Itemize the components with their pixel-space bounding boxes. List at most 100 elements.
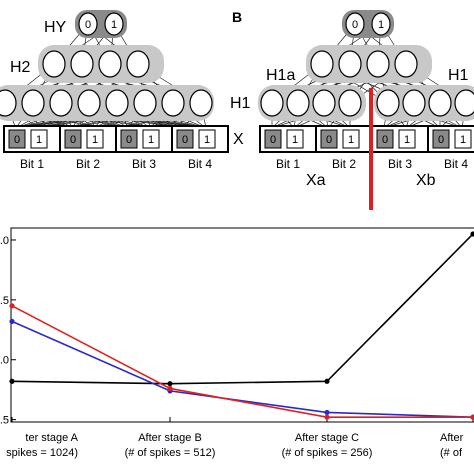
left-h1-units	[0, 89, 213, 117]
left-h2-units	[42, 50, 150, 78]
right-input-bit-value: 1	[460, 134, 466, 146]
left-h1-unit	[189, 89, 213, 117]
right-h2-unit	[338, 50, 362, 78]
left-input-bit-cell	[86, 129, 104, 149]
left-output-unit-label: 0	[85, 19, 91, 31]
h2-label: H2	[10, 59, 31, 76]
x-tick-label: After stage B	[138, 432, 202, 444]
xa-label: Xa	[306, 172, 326, 189]
line-chart: 2.0 1.5 1.0 0.5 ter stage A spikes = 1024) Af…	[0, 227, 474, 459]
right-input-bit-value: 0	[438, 134, 444, 146]
x-label: X	[233, 131, 244, 148]
x-tick-label: After stage C	[295, 432, 359, 444]
left-h2-unit	[98, 50, 122, 78]
left-h1-unit	[77, 89, 101, 117]
left-input-bit-cell	[8, 129, 26, 149]
left-input-bit-value: 1	[36, 134, 42, 146]
right-h1-unit	[312, 89, 336, 117]
right-input-bit-value: 0	[270, 134, 276, 146]
y-tick-label: 1.5	[0, 295, 9, 307]
xb-label: Xb	[416, 172, 436, 189]
series-3-point	[470, 414, 474, 420]
right-input-bit-cell	[320, 129, 338, 149]
left-h2-unit	[42, 50, 66, 78]
right-bit-label: Bit 1	[276, 157, 300, 171]
right-h1-unit	[376, 89, 400, 117]
x-tick-label: (# of	[440, 447, 463, 459]
left-h1-unit	[49, 89, 73, 117]
series-1-point	[167, 381, 173, 387]
series-2-point	[9, 318, 15, 325]
series-line-2	[11, 320, 474, 419]
right-output-unit-label: 1	[378, 19, 384, 31]
left-input-bit-cell	[142, 129, 160, 149]
right-h2-unit	[366, 50, 390, 78]
left-bit-label: Bit 4	[188, 157, 212, 171]
h1b-label: H1	[448, 67, 469, 84]
h1-label: H1	[230, 95, 251, 112]
panel-b-letter: B	[232, 9, 242, 25]
left-h1-unit	[21, 89, 45, 117]
series-3-point	[9, 303, 15, 309]
x-tick-label: ter stage A	[25, 432, 78, 444]
right-output-unit-label: 0	[352, 19, 358, 31]
right-bit-label: Bit 4	[444, 157, 468, 171]
chart-series-group	[9, 231, 474, 420]
x-tick-label: spikes = 1024)	[6, 447, 78, 459]
right-input-bit-cell	[376, 129, 394, 149]
series-1-point	[470, 231, 474, 237]
series-2-point	[324, 409, 330, 416]
right-h1-unit	[260, 89, 284, 117]
right-input-bit-value: 1	[348, 134, 354, 146]
right-input-bit-cell	[432, 129, 450, 149]
right-h1-unit	[338, 89, 362, 117]
right-h1-units	[260, 89, 474, 117]
left-bit-label: Bit 3	[132, 157, 156, 171]
left-h2-unit	[70, 50, 94, 78]
right-input-bit-value: 0	[326, 134, 332, 146]
left-input-bit-value: 0	[14, 134, 20, 146]
series-1-point	[324, 378, 330, 384]
series-1-point	[9, 378, 15, 384]
left-input-bit-value: 1	[92, 134, 98, 146]
right-input-bit-cell	[398, 129, 416, 149]
left-h2-unit	[126, 50, 150, 78]
right-input-bit-cell	[342, 129, 360, 149]
y-tick-label: 1.0	[0, 355, 9, 367]
left-output-unit	[78, 12, 98, 36]
right-h2-unit	[394, 50, 418, 78]
left-h1-unit	[105, 89, 129, 117]
right-h1a-layer-box	[258, 85, 366, 121]
right-h2-units	[310, 50, 418, 78]
left-input-bit-cell	[64, 129, 82, 149]
right-h2-unit	[310, 50, 334, 78]
left-bit-label: Bit 1	[20, 157, 44, 171]
right-h1-unit	[428, 89, 452, 117]
y-axis-ticks: 2.0 1.5 1.0 0.5	[0, 235, 16, 427]
right-h1-unit	[454, 89, 474, 117]
right-output-unit	[371, 12, 391, 36]
right-input-bit-value: 1	[292, 134, 298, 146]
left-h1-unit	[0, 89, 17, 117]
right-output-unit	[345, 12, 365, 36]
left-input-bit-value: 1	[204, 134, 210, 146]
x-tick-label: (# of spikes = 512)	[125, 447, 216, 459]
series-3-point	[324, 414, 330, 420]
x-tick-label: (# of spikes = 256)	[282, 447, 373, 459]
right-input-bit-cell	[264, 129, 282, 149]
right-input-bit-cell	[454, 129, 472, 149]
left-input-bit-value: 1	[148, 134, 154, 146]
y-tick-label: 2.0	[0, 235, 9, 247]
left-input-bit-cell	[30, 129, 48, 149]
series-line-3	[11, 305, 473, 419]
left-h1-unit	[161, 89, 185, 117]
left-bit-label: Bit 2	[76, 157, 100, 171]
left-input-bit-cell	[198, 129, 216, 149]
y-tick-label: 0.5	[0, 415, 9, 427]
